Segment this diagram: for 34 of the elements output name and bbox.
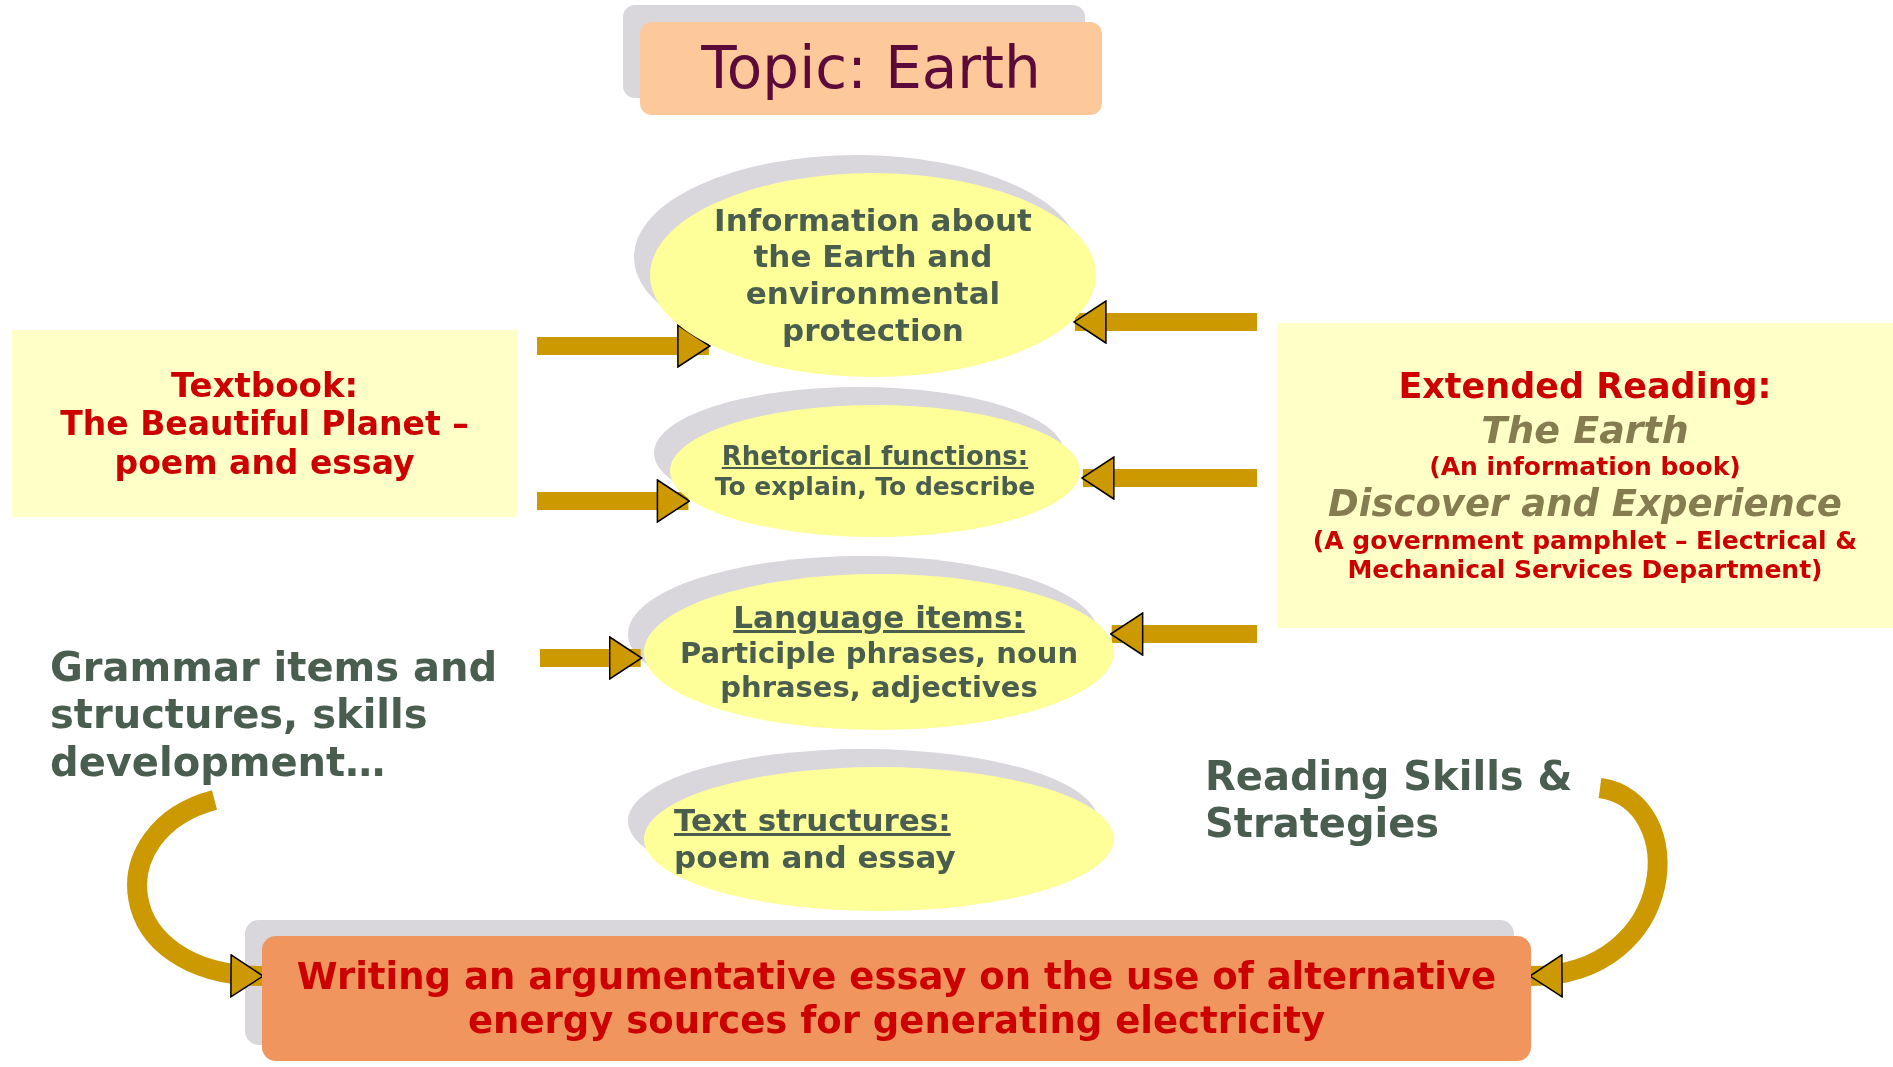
body-text: To explain, To describe xyxy=(714,471,1036,502)
block-arrow xyxy=(540,636,643,680)
block-arrow xyxy=(537,324,711,368)
curved-arrow xyxy=(1529,778,1668,995)
body-text: (An information book) xyxy=(1429,452,1741,482)
block-arrow xyxy=(537,479,691,523)
body-text: poem and essay xyxy=(674,839,956,876)
body-text: Discover and Experience xyxy=(1328,482,1842,526)
body-text: Information about the Earth and environmental protection xyxy=(713,201,1033,349)
heading-text: Extended Reading: xyxy=(1398,366,1772,408)
body-text: The Earth xyxy=(1481,407,1689,453)
body-text: The Beautiful Planet – poem and essay xyxy=(59,404,470,483)
body-text: Grammar items and structures, skills development… xyxy=(50,644,499,786)
heading-text: Language items: xyxy=(733,599,1025,637)
topic-ellipse xyxy=(650,173,1096,377)
body-text: Topic: Earth xyxy=(701,34,1041,103)
heading-text: Rhetorical functions: xyxy=(721,440,1029,472)
writing-task-box xyxy=(262,936,1531,1061)
topic-ellipse xyxy=(644,767,1114,911)
body-text: (A government pamphlet – Electrical & Mechanical Services Department) xyxy=(1311,525,1859,585)
topic-ellipse xyxy=(670,405,1080,537)
body-text: Reading Skills & Strategies xyxy=(1205,752,1574,848)
block-arrow xyxy=(1109,612,1257,656)
block-arrow xyxy=(1073,300,1257,344)
heading-text: Text structures: xyxy=(674,802,951,839)
body-text: Writing an argumentative essay on the use of alternative energy sources for generating electricity xyxy=(295,954,1498,1043)
block-arrow xyxy=(1081,456,1257,500)
topic-ellipse xyxy=(644,574,1114,730)
curved-arrow xyxy=(127,790,264,995)
extended-reading-box xyxy=(1277,323,1893,628)
heading-text: Textbook: xyxy=(170,364,359,405)
body-text: Participle phrases, noun phrases, adjectives xyxy=(678,636,1080,705)
title-box xyxy=(640,22,1102,115)
textbook-box xyxy=(12,330,517,517)
